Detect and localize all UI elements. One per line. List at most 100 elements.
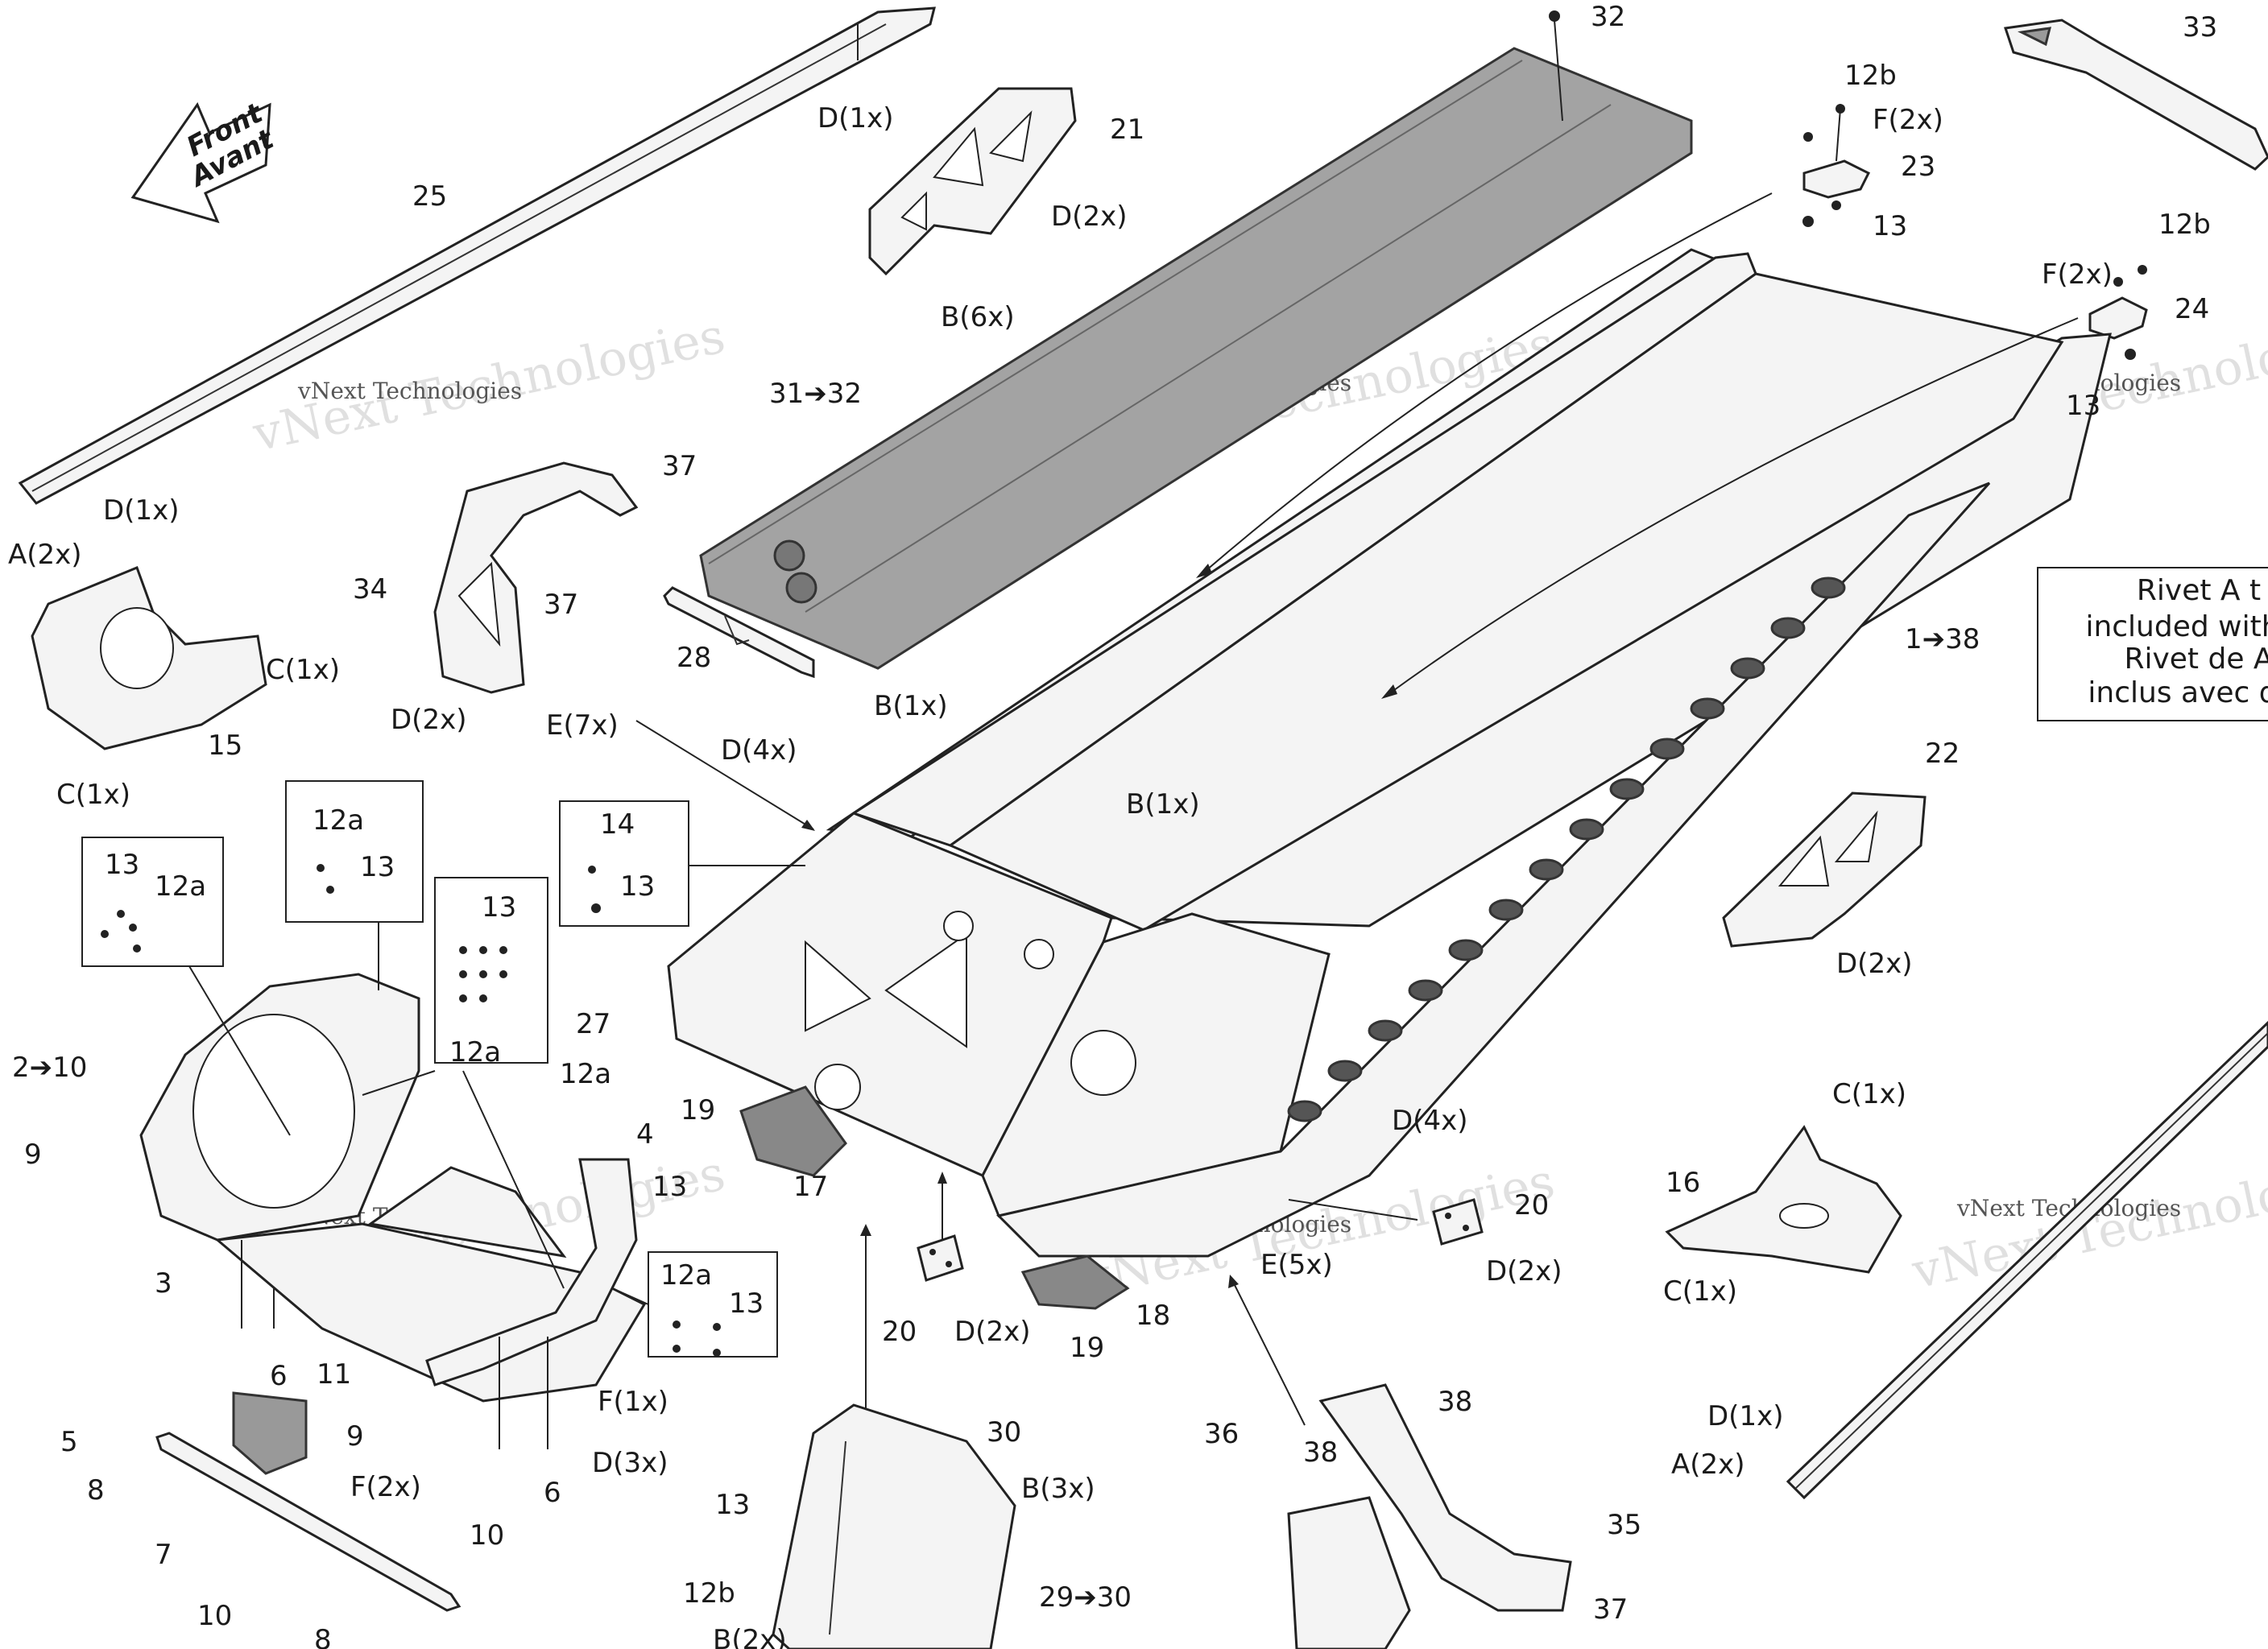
callout-32-top: 32 (1591, 1, 1625, 33)
callout-labels: 32 33 D(1x) 21 D(2x) 12b F(2x) 23 13 25 … (8, 1, 2217, 1649)
rivet-note-line-2: included with (2085, 610, 2268, 643)
callout-19-a: 19 (681, 1094, 715, 1126)
callout-35: 35 (1607, 1509, 1641, 1541)
box4-label-13: 13 (620, 870, 655, 903)
callout-d2x-34: D(2x) (391, 704, 466, 736)
callout-4: 4 (636, 1118, 654, 1151)
box3-label-12a: 12a (449, 1036, 501, 1068)
part-22-guard (1722, 791, 1927, 948)
part-29-radiator (772, 1224, 1016, 1649)
part-5-plate (155, 1432, 461, 1612)
detail-box-1 (81, 837, 224, 967)
callout-11: 11 (317, 1358, 351, 1391)
callout-31-32: 31➔32 (769, 378, 862, 410)
callout-b1x-a: B(1x) (874, 690, 948, 722)
callout-b3x: B(3x) (1021, 1473, 1095, 1505)
callout-9-b: 9 (346, 1420, 364, 1453)
callout-d2x-22: D(2x) (1836, 948, 1912, 980)
leader-lines (188, 720, 1418, 1449)
callout-12b-24: 12b (2158, 209, 2211, 241)
callout-12a-4: 12a (560, 1058, 611, 1090)
box5-label-13: 13 (729, 1287, 764, 1320)
callout-a2x-left: A(2x) (8, 539, 82, 571)
part-35-rear-bracket (1228, 1275, 1572, 1649)
callout-a2x-right: A(2x) (1671, 1449, 1745, 1481)
heat-exchanger-tunnel (699, 10, 1693, 670)
running-board-rail-right (1786, 1020, 2268, 1500)
callout-9-a: 9 (24, 1139, 42, 1171)
part-4-bracket (425, 1158, 638, 1387)
callout-34: 34 (353, 573, 387, 605)
callout-13-4: 13 (652, 1171, 687, 1203)
callout-f2x-23: F(2x) (1873, 104, 1943, 136)
rivet-note-line-1: Rivet A t (2137, 574, 2261, 607)
part-18-bracket (1020, 1254, 1130, 1310)
callout-d1x-right: D(1x) (1707, 1400, 1783, 1432)
callout-d1x-left: D(1x) (103, 494, 179, 527)
callout-12b-top: 12b (1844, 60, 1897, 92)
callout-b6x: B(6x) (941, 301, 1015, 333)
part-20-plate-a (917, 1234, 964, 1282)
callout-3: 3 (155, 1267, 172, 1300)
box3-label-13: 13 (482, 891, 516, 924)
callout-38-b: 38 (1303, 1436, 1338, 1469)
callout-b2x: B(2x) (713, 1624, 787, 1649)
running-board-rail-left (18, 6, 936, 505)
part-11-plate (232, 1391, 308, 1475)
part-3-front-cradle (139, 973, 647, 1403)
callout-8-b: 8 (314, 1624, 332, 1649)
callout-f2x-11: F(2x) (350, 1471, 421, 1503)
callout-f1x: F(1x) (598, 1386, 668, 1418)
callout-5: 5 (60, 1426, 78, 1458)
callout-13-23: 13 (1873, 210, 1907, 242)
callout-30: 30 (987, 1416, 1021, 1449)
box5-label-12a: 12a (660, 1259, 712, 1292)
callout-16: 16 (1666, 1167, 1700, 1199)
callout-37-c: 37 (1593, 1593, 1628, 1626)
box2-label-12a: 12a (312, 804, 364, 837)
rivet-note-line-3: Rivet de A (2124, 643, 2268, 676)
callout-37-a: 37 (662, 450, 697, 482)
callout-c1x-16a: C(1x) (1832, 1078, 1906, 1110)
box1-label-13: 13 (105, 849, 139, 881)
part-20-plate-b (1432, 1198, 1484, 1246)
rivet-note-line-4: inclus avec d (2088, 676, 2268, 709)
callout-f2x-24: F(2x) (2042, 258, 2113, 291)
callout-d2x-21: D(2x) (1051, 200, 1127, 233)
callout-b1x-b: B(1x) (1126, 788, 1200, 820)
callout-10-b: 10 (197, 1600, 232, 1632)
callout-36: 36 (1204, 1418, 1239, 1450)
callout-24: 24 (2175, 293, 2209, 325)
callout-6-b: 6 (544, 1477, 561, 1509)
callout-7: 7 (155, 1539, 172, 1571)
callout-29-30: 29➔30 (1039, 1581, 1132, 1614)
callout-13-24: 13 (2066, 390, 2100, 422)
detail-box-5 (648, 1251, 778, 1358)
box2-label-13: 13 (360, 851, 395, 883)
part-16-bracket (1665, 1125, 1902, 1274)
callout-10-a: 10 (470, 1519, 504, 1552)
watermark-1-small: vNext Technologies (297, 378, 522, 404)
callout-d4x-b: D(4x) (1392, 1105, 1467, 1137)
part-21-guard (868, 87, 1077, 276)
callout-d2x-20b: D(2x) (954, 1316, 1030, 1348)
callout-33: 33 (2183, 11, 2217, 43)
tunnel-cutouts (1287, 577, 1846, 1122)
callout-6-a: 6 (270, 1360, 288, 1392)
callout-22: 22 (1925, 738, 1960, 770)
callout-19-b: 19 (1070, 1332, 1104, 1364)
callout-c1x-16b: C(1x) (1663, 1275, 1737, 1308)
callout-28: 28 (677, 642, 711, 674)
callout-13-29: 13 (715, 1489, 750, 1521)
callout-25: 25 (412, 180, 447, 213)
callout-d3x: D(3x) (592, 1447, 668, 1479)
callout-d1x-top: D(1x) (817, 102, 893, 134)
part-34-bracket (433, 461, 639, 694)
rivet-note: Rivet A t included with Rivet de A inclu… (2037, 567, 2268, 721)
box-fasteners (101, 864, 721, 1357)
part-33-bracket (2004, 19, 2268, 171)
callout-21: 21 (1110, 114, 1144, 146)
part-15-shield (31, 566, 267, 750)
callout-c1x-15a: C(1x) (266, 654, 340, 686)
callout-18: 18 (1136, 1300, 1170, 1332)
